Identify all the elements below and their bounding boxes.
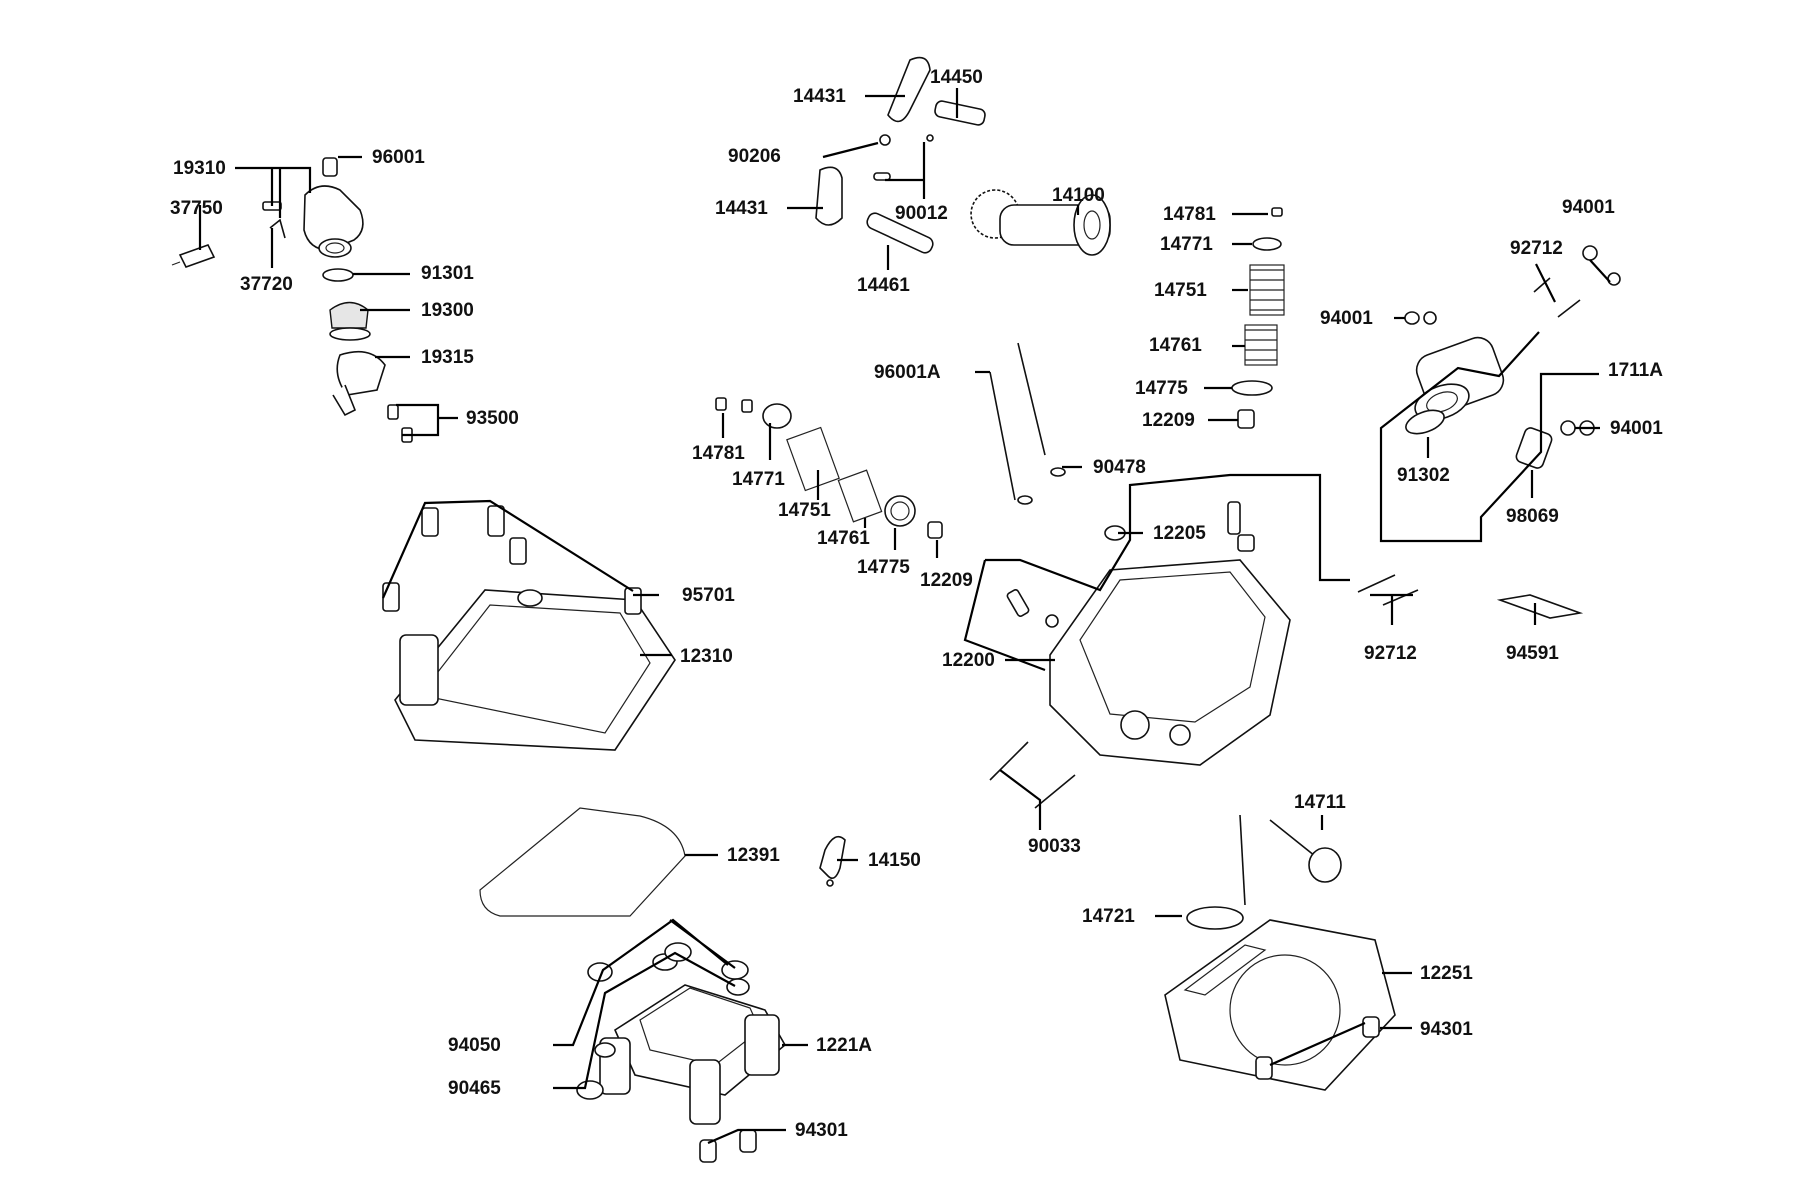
label-14761-right: 14761 bbox=[1149, 335, 1202, 356]
part-labels: 96001 19310 37750 37720 91301 19300 1931… bbox=[170, 67, 1663, 1141]
label-91302: 91302 bbox=[1397, 465, 1450, 486]
label-12251: 12251 bbox=[1420, 963, 1473, 984]
label-19310: 19310 bbox=[173, 158, 226, 179]
plate-94591-drawing bbox=[1496, 594, 1584, 619]
label-37750: 37750 bbox=[170, 198, 223, 219]
label-12209-left: 12209 bbox=[920, 570, 973, 591]
label-98069: 98069 bbox=[1506, 506, 1559, 527]
intake-manifold-drawing bbox=[1405, 245, 1621, 469]
label-94001-top: 94001 bbox=[1562, 197, 1615, 218]
label-19315: 19315 bbox=[421, 347, 474, 368]
cylinder-head-drawing bbox=[1006, 501, 1291, 766]
label-12205: 12205 bbox=[1153, 523, 1206, 544]
head-gasket-drawing bbox=[1164, 919, 1396, 1091]
label-14775-left: 14775 bbox=[857, 557, 910, 578]
label-14771-left: 14771 bbox=[732, 469, 785, 490]
valve-spring-stack-right bbox=[1231, 207, 1285, 429]
label-94301-bottom: 94301 bbox=[795, 1120, 848, 1141]
label-90478: 90478 bbox=[1093, 457, 1146, 478]
label-12391: 12391 bbox=[727, 845, 780, 866]
cylinder-head-cover-drawing bbox=[382, 505, 676, 751]
label-1711A: 1711A bbox=[1608, 360, 1663, 381]
label-12209-right: 12209 bbox=[1142, 410, 1195, 431]
label-90465: 90465 bbox=[448, 1078, 501, 1099]
label-14150: 14150 bbox=[868, 850, 921, 871]
label-92712-top: 92712 bbox=[1510, 238, 1563, 259]
valve-spring-stack-left bbox=[715, 397, 943, 539]
label-90012: 90012 bbox=[895, 203, 948, 224]
label-14721: 14721 bbox=[1082, 906, 1135, 927]
label-94050: 94050 bbox=[448, 1035, 501, 1056]
label-14771-right: 14771 bbox=[1160, 234, 1213, 255]
label-14431-top: 14431 bbox=[793, 86, 846, 107]
label-14431-lower: 14431 bbox=[715, 198, 768, 219]
leader-lines bbox=[198, 88, 1611, 1145]
label-94001-left: 94001 bbox=[1320, 308, 1373, 329]
label-92712-right: 92712 bbox=[1364, 643, 1417, 664]
long-studs-drawing bbox=[989, 342, 1066, 505]
label-94591: 94591 bbox=[1506, 643, 1559, 664]
label-96001: 96001 bbox=[372, 147, 425, 168]
label-95701: 95701 bbox=[682, 585, 735, 606]
cover-gasket-drawing bbox=[479, 807, 686, 917]
label-94301-right: 94301 bbox=[1420, 1019, 1473, 1040]
label-14461: 14461 bbox=[857, 275, 910, 296]
label-14100: 14100 bbox=[1052, 185, 1105, 206]
bracket-14150-drawing bbox=[819, 835, 846, 887]
label-14781-right: 14781 bbox=[1163, 204, 1216, 225]
label-14751-left: 14751 bbox=[778, 500, 831, 521]
label-37720: 37720 bbox=[240, 274, 293, 295]
valves-drawing bbox=[1186, 814, 1342, 930]
label-14761-left: 14761 bbox=[817, 528, 870, 549]
label-14775-right: 14775 bbox=[1135, 378, 1188, 399]
studs-92712-right bbox=[1357, 277, 1581, 606]
camshaft-holder-drawing bbox=[576, 942, 787, 1163]
rocker-camshaft-drawing bbox=[815, 56, 1111, 256]
label-93500: 93500 bbox=[466, 408, 519, 429]
label-90033: 90033 bbox=[1028, 836, 1081, 857]
label-94001-right: 94001 bbox=[1610, 418, 1663, 439]
label-1221A: 1221A bbox=[816, 1035, 872, 1056]
label-96001A: 96001A bbox=[874, 362, 941, 383]
label-14751-right: 14751 bbox=[1154, 280, 1207, 301]
label-14711: 14711 bbox=[1294, 792, 1346, 813]
label-19300: 19300 bbox=[421, 300, 474, 321]
label-14781-left: 14781 bbox=[692, 443, 745, 464]
studs-90033-drawing bbox=[989, 741, 1076, 809]
label-14450: 14450 bbox=[930, 67, 983, 88]
label-90206: 90206 bbox=[728, 146, 781, 167]
label-91301: 91301 bbox=[421, 263, 474, 284]
label-12200: 12200 bbox=[942, 650, 995, 671]
label-12310: 12310 bbox=[680, 646, 733, 667]
